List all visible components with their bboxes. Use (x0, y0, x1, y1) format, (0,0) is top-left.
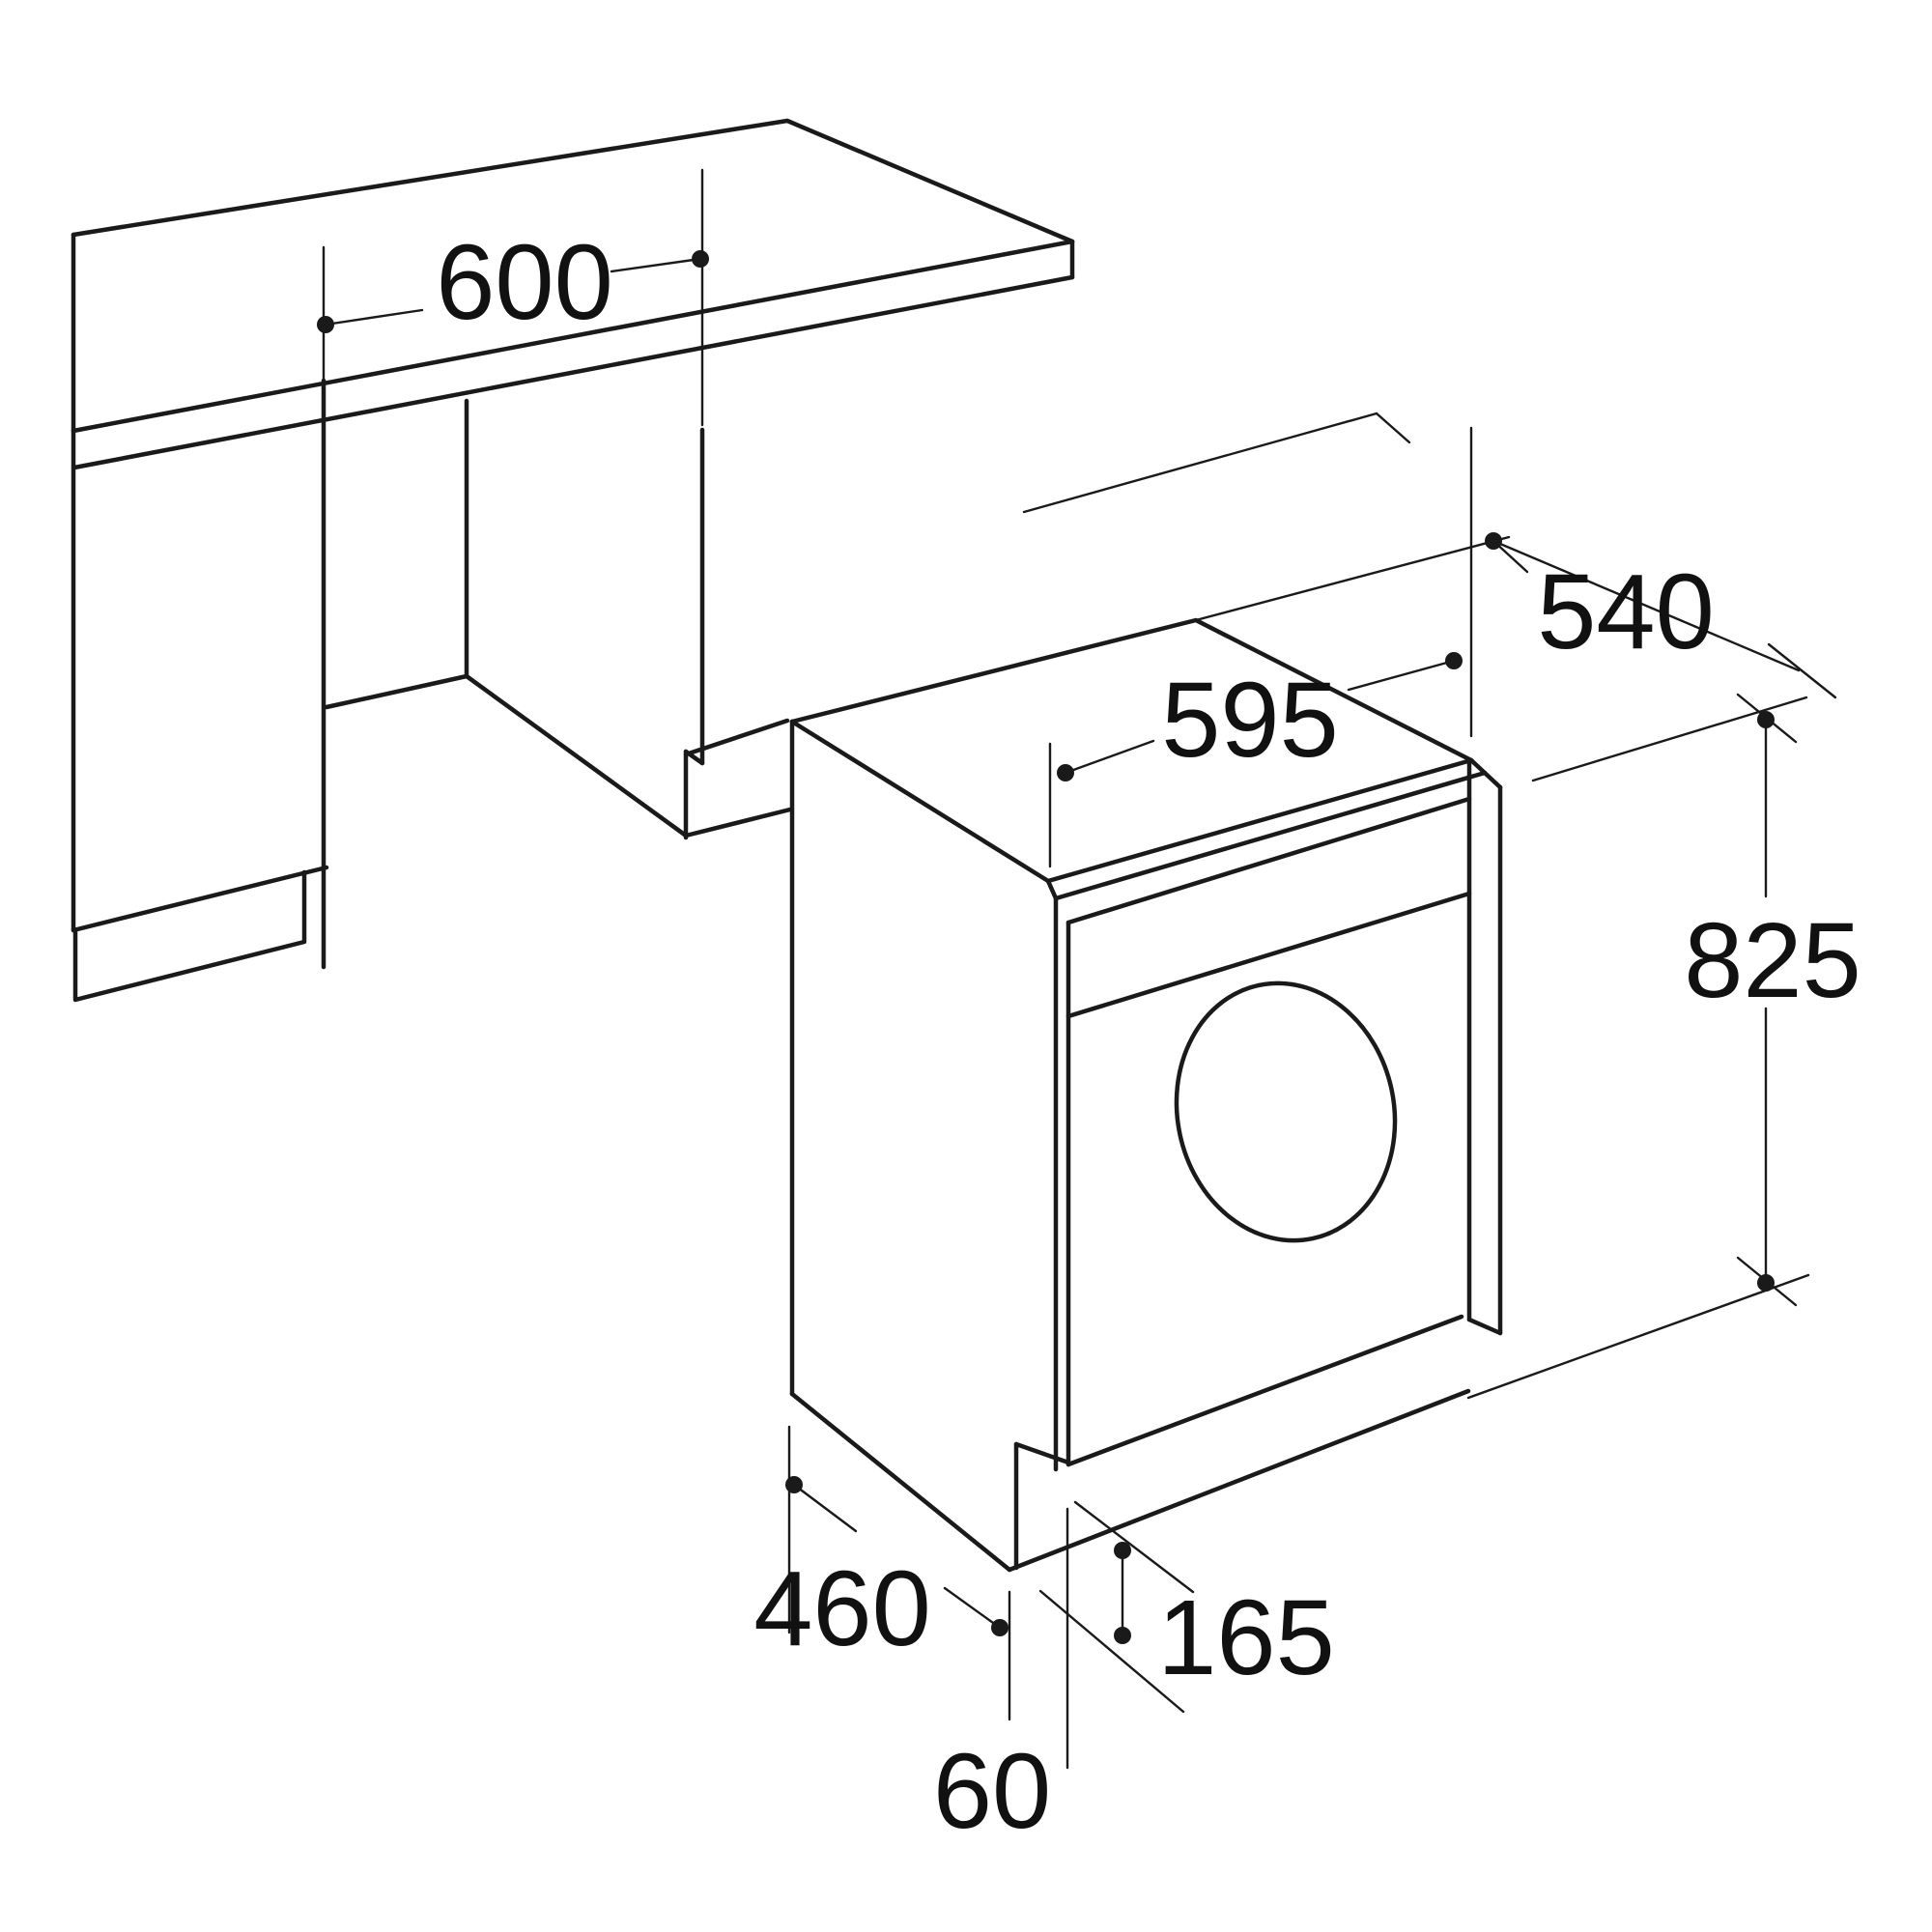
dim-600-dot-left (317, 316, 334, 333)
dim-600-leader-left (324, 308, 424, 327)
opening-floor-left (324, 673, 469, 710)
front-panel-bottom-edge (1065, 1314, 1464, 1467)
worktop-top-face (71, 118, 1075, 244)
machine-side-bottom-edge (789, 1391, 1012, 1573)
dim-540-tick-left (1492, 539, 1529, 574)
dim-165-label: 165 (1157, 1578, 1335, 1697)
worktop-band-bottom (71, 274, 1075, 470)
dim-165-dot-bottom (1114, 1627, 1131, 1644)
dim-machine-top-width: 595 (1048, 426, 1473, 868)
dim-machine-height: 825 (1466, 693, 1861, 1400)
dim-825-ext-top (1531, 696, 1808, 782)
left-panel-foot (72, 869, 307, 1003)
dim-825-label: 825 (1684, 901, 1861, 1020)
dim-595-leader-left (1064, 739, 1155, 775)
dim-540-ext-left (1194, 535, 1511, 622)
front-panel-top-edge (1065, 796, 1472, 925)
dim-540-upper-line (1022, 412, 1378, 514)
machine-base-bottom-edge (1007, 1388, 1471, 1573)
cabinet-outline (71, 118, 1075, 1003)
dim-600-label: 600 (436, 223, 613, 342)
dim-460-label: 460 (753, 1549, 931, 1668)
control-panel-bottom-edge (1065, 891, 1472, 1019)
dim-540-tick-right (1767, 642, 1837, 699)
worktop-front-edge (71, 239, 1075, 434)
dim-825-ext-bottom (1466, 1273, 1810, 1400)
machine-top-face (789, 617, 1474, 763)
dim-165-ext-top (1073, 1500, 1195, 1594)
dim-825-tick-bottom (1736, 1256, 1798, 1307)
dim-plinth-height: 165 (1038, 1500, 1335, 1714)
dim-460-dot-left (785, 1476, 803, 1493)
dim-plinth-recess: 60 (933, 1507, 1069, 1851)
washing-machine-outline (789, 617, 1503, 1573)
dim-600-dot-right (692, 250, 709, 268)
dim-machine-base-depth: 460 (753, 1425, 1011, 1721)
machine-top-left-edge (789, 719, 1051, 884)
dim-165-ext-bottom (1038, 1589, 1185, 1714)
partition-edge-lower (683, 807, 793, 838)
dim-540-label: 540 (1537, 553, 1715, 671)
machine-rim-line (1053, 770, 1488, 901)
dim-machine-top-depth: 540 (1022, 412, 1837, 699)
right-trim-bottom (1466, 1317, 1503, 1336)
dim-cabinet-opening-width: 600 (317, 168, 709, 427)
dim-460-leader-right (943, 1586, 1002, 1630)
dim-595-dot-left (1057, 764, 1074, 781)
dim-540-line (1492, 539, 1801, 672)
dim-595-dot-right (1445, 652, 1463, 669)
dim-600-leader-right (610, 257, 702, 273)
dim-595-leader-right (1347, 659, 1456, 692)
dim-540-upper-tick (1375, 412, 1411, 444)
dim-460-leader-left (792, 1483, 858, 1533)
door-circle (1174, 980, 1398, 1243)
partition-edge-upper (683, 718, 790, 757)
left-panel-bottom (71, 865, 329, 933)
dim-595-label: 595 (1161, 661, 1339, 780)
dim-165-dot-top (1114, 1542, 1131, 1559)
dim-460-dot-right (991, 1619, 1009, 1636)
machine-top-front-edge (1045, 757, 1474, 884)
dim-60-label: 60 (933, 1732, 1051, 1851)
machine-rim-left-step (1045, 878, 1059, 901)
opening-floor-front (464, 673, 689, 838)
dim-825-tick-top (1736, 693, 1798, 744)
plinth-notch-top (1013, 1441, 1071, 1465)
